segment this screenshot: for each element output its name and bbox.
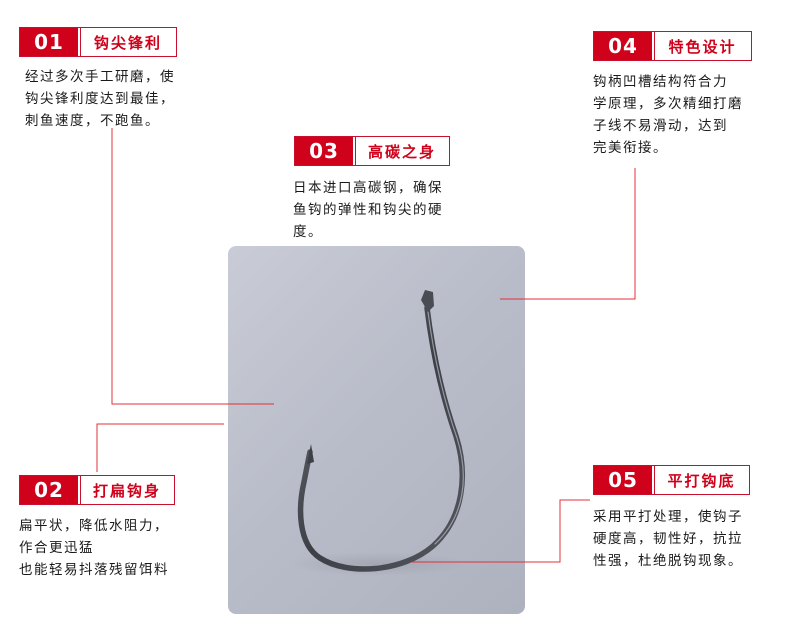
feature-03-number: 03 (295, 137, 353, 165)
feature-05-title: 平打钩底 (652, 466, 749, 494)
feature-04-label: 04 特色设计 (593, 31, 752, 61)
feature-01-title: 钩尖锋利 (78, 28, 176, 56)
feature-02-title: 打扁钩身 (78, 476, 174, 504)
feature-02-label: 02 打扁钩身 (19, 475, 175, 505)
feature-01-label: 01 钩尖锋利 (19, 27, 177, 57)
feature-02-description: 扁平状，降低水阻力， 作合更迅猛 也能轻易抖落残留饵料 (19, 518, 169, 578)
feature-04-title: 特色设计 (652, 32, 751, 60)
feature-05-label: 05 平打钩底 (593, 465, 750, 495)
feature-01-number: 01 (20, 28, 78, 56)
feature-05-number: 05 (594, 466, 652, 494)
feature-04-description: 钩柄凹槽结构符合力 学原理，多次精细打磨 子线不易滑动，达到 完美衔接。 (593, 74, 743, 156)
fish-hook-icon (288, 290, 468, 576)
feature-04-number: 04 (594, 32, 652, 60)
feature-03-title: 高碳之身 (353, 137, 449, 165)
feature-03-label: 03 高碳之身 (294, 136, 450, 166)
feature-01-description: 经过多次手工研磨，使 钩尖锋利度达到最佳， 刺鱼速度，不跑鱼。 (25, 69, 175, 129)
feature-02-number: 02 (20, 476, 78, 504)
hook-photo (228, 246, 525, 614)
feature-03-description: 日本进口高碳钢，确保 鱼钩的弹性和钩尖的硬 度。 (293, 180, 443, 240)
feature-05-description: 采用平打处理，使钩子 硬度高，韧性好，抗拉 性强，杜绝脱钩现象。 (593, 509, 743, 569)
